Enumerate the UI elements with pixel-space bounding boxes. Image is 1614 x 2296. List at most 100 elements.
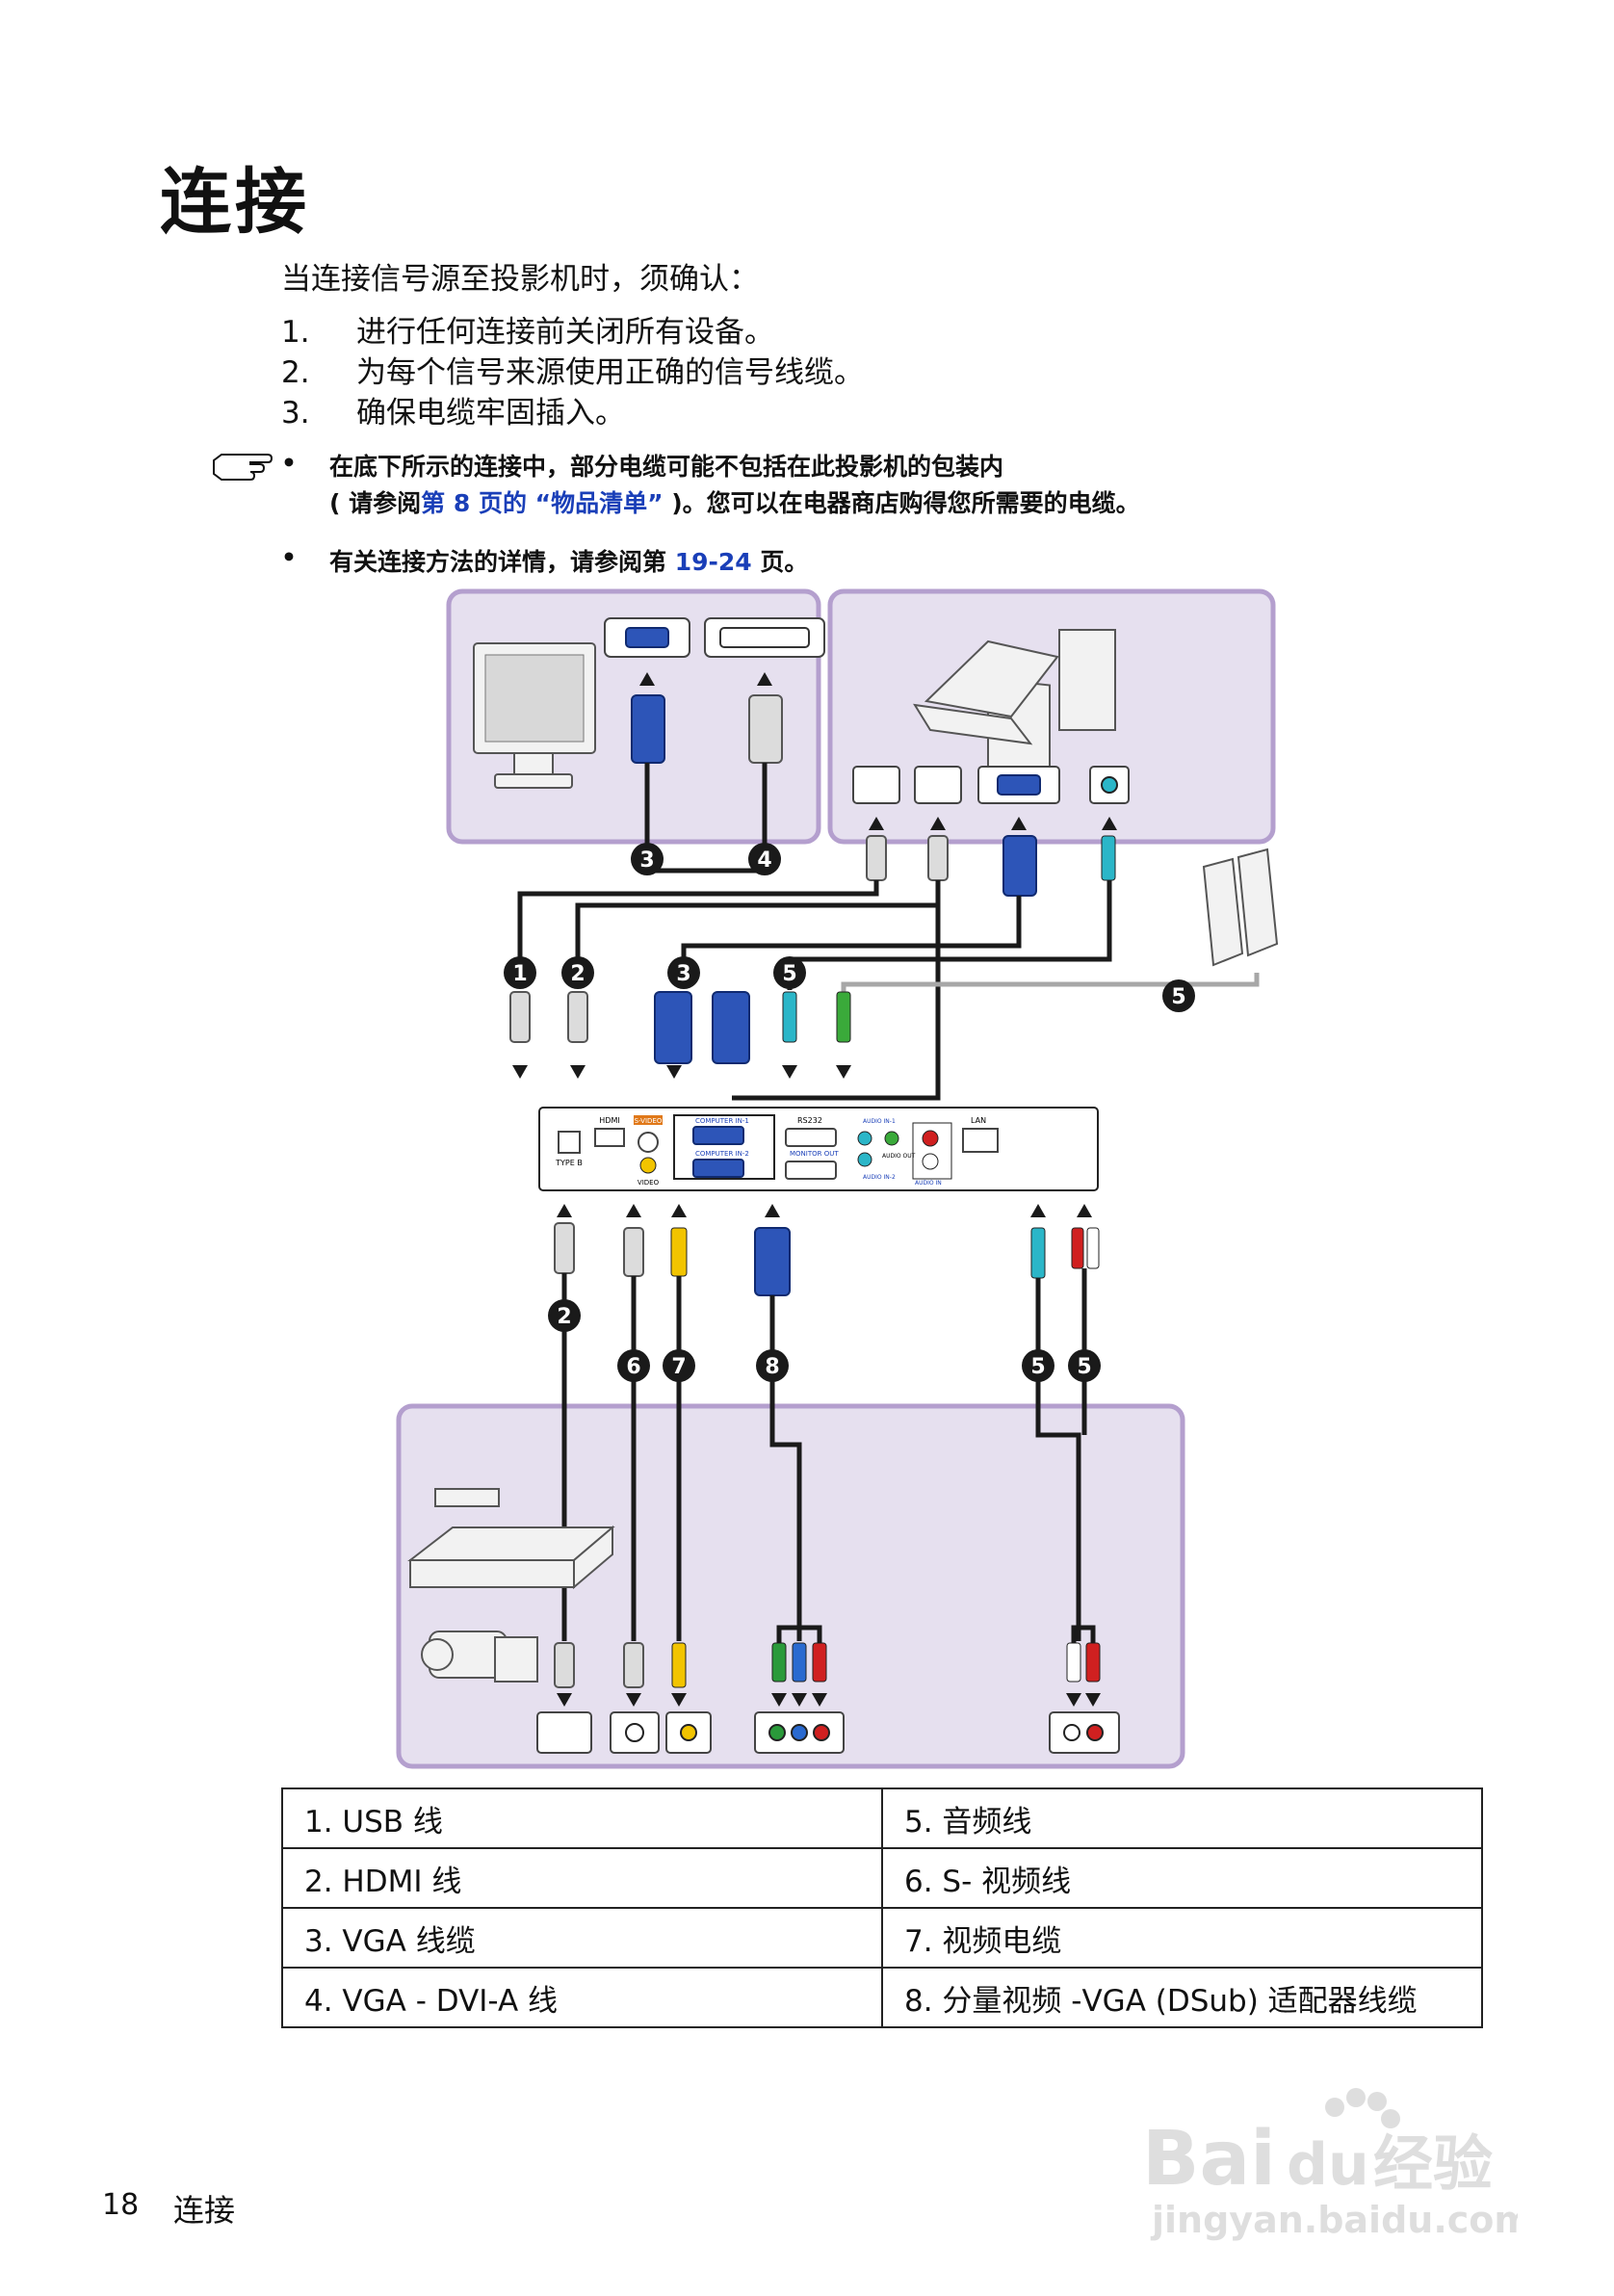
cable-legend-table: 1. USB 线 5. 音频线 2. HDMI 线 6. S- 视频线 3. V… xyxy=(281,1787,1483,2028)
arrow-down-icon xyxy=(1066,1693,1081,1707)
usb-port-icon xyxy=(914,766,962,804)
rca-plug-icon xyxy=(1071,1227,1084,1269)
arrow-down-icon xyxy=(792,1693,807,1707)
monitor-icon xyxy=(473,642,596,789)
svg-text:5: 5 xyxy=(1171,985,1185,1009)
arrow-down-icon xyxy=(626,1693,641,1707)
legend-cell: 5. 音频线 xyxy=(881,1787,1483,1849)
svg-text:HDMI: HDMI xyxy=(599,1116,619,1125)
vga-plug-icon xyxy=(654,991,692,1064)
svg-text:S-VIDEO: S-VIDEO xyxy=(635,1117,663,1125)
camcorder-icon xyxy=(421,1631,538,1683)
step-number: 1. xyxy=(281,315,310,350)
vga-plug-icon xyxy=(631,694,665,764)
speakers-icon xyxy=(1202,848,1279,967)
hdmi-plug-icon xyxy=(567,991,588,1043)
arrow-up-icon xyxy=(869,817,884,830)
audio-plug-icon xyxy=(1030,1227,1046,1279)
svg-text:3: 3 xyxy=(676,962,690,986)
arrow-down-icon xyxy=(671,1693,687,1707)
badge-icon: 4 xyxy=(748,843,781,875)
laptop-desktop-icon xyxy=(913,629,1116,779)
badge-icon: 7 xyxy=(663,1349,695,1382)
arrow-up-icon xyxy=(557,1204,572,1217)
hdmi-plug-icon xyxy=(866,835,887,881)
svg-text:3: 3 xyxy=(639,848,654,873)
table-row: 3. VGA 线缆 7. 视频电缆 xyxy=(281,1907,1483,1969)
vga-plug-icon xyxy=(712,991,750,1064)
legend-cell: 7. 视频电缆 xyxy=(881,1907,1483,1969)
lan-port-icon xyxy=(962,1128,999,1153)
arrow-down-icon xyxy=(570,1065,586,1079)
video-source-panel xyxy=(396,1403,1185,1769)
hdmi-port-icon xyxy=(594,1128,625,1147)
bullet: • xyxy=(281,449,297,477)
s-video-plug-icon xyxy=(623,1642,644,1688)
badge-icon: 3 xyxy=(631,843,664,875)
step-number: 3. xyxy=(281,396,310,430)
vga-plug-icon xyxy=(1002,835,1037,897)
note-text: 在底下所示的连接中，部分电缆可能不包括在此投影机的包装内 ( 请参阅第 8 页的… xyxy=(329,449,1581,522)
video-plug-icon xyxy=(671,1642,687,1688)
badge-icon: 5 xyxy=(1022,1349,1054,1382)
badge-icon: 5 xyxy=(1162,979,1195,1012)
svg-text:5: 5 xyxy=(782,962,796,986)
vga-port-icon xyxy=(977,766,1060,804)
svg-text:AUDIO IN-1: AUDIO IN-1 xyxy=(863,1118,896,1125)
svg-text:VIDEO: VIDEO xyxy=(638,1179,660,1187)
vga-port-icon xyxy=(604,617,690,658)
legend-cell: 8. 分量视频 -VGA (DSub) 适配器线缆 xyxy=(881,1967,1483,2028)
arrow-up-icon xyxy=(1030,1204,1046,1217)
rca-plug-icon xyxy=(1066,1642,1081,1683)
arrow-up-icon xyxy=(1102,817,1117,830)
step-text: 进行任何连接前关闭所有设备。 xyxy=(356,315,774,350)
rca-plug-icon xyxy=(812,1642,827,1683)
legend-cell: 3. VGA 线缆 xyxy=(281,1907,883,1969)
baidu-watermark-logo: Bai du 经验 jingyan.baidu.com xyxy=(1142,2088,1518,2241)
svg-text:RS232: RS232 xyxy=(797,1116,822,1125)
page-title: 连接 xyxy=(160,161,310,244)
svg-text:7: 7 xyxy=(671,1355,686,1379)
badge-icon: 6 xyxy=(617,1349,650,1382)
wii-console-icon xyxy=(434,1488,500,1507)
legend-cell: 1. USB 线 xyxy=(281,1787,883,1849)
svg-text:AUDIO IN-2: AUDIO IN-2 xyxy=(863,1174,896,1181)
arrow-down-icon xyxy=(512,1065,528,1079)
svg-text:AUDIO OUT: AUDIO OUT xyxy=(882,1153,916,1160)
step-number: 2. xyxy=(281,355,310,390)
usb-plug-icon xyxy=(509,991,531,1043)
intro-text: 当连接信号源至投影机时，须确认： xyxy=(281,262,759,297)
svg-text:COMPUTER IN-2: COMPUTER IN-2 xyxy=(695,1150,749,1158)
audio-rca-port-icon xyxy=(1049,1711,1120,1754)
arrow-down-icon xyxy=(771,1693,787,1707)
page-range-link[interactable]: 19-24 xyxy=(674,548,752,576)
audio-plug-icon xyxy=(836,991,851,1043)
table-row: 4. VGA - DVI-A 线 8. 分量视频 -VGA (DSub) 适配器… xyxy=(281,1967,1483,2028)
legend-cell: 6. S- 视频线 xyxy=(881,1847,1483,1909)
badge-icon: 3 xyxy=(667,956,700,989)
step-text: 为每个信号来源使用正确的信号线缆。 xyxy=(356,355,864,390)
arrow-up-icon xyxy=(639,672,655,686)
svg-text:AUDIO IN: AUDIO IN xyxy=(915,1180,942,1187)
hdmi-port-icon xyxy=(536,1711,592,1754)
hdmi-plug-icon xyxy=(554,1222,575,1274)
rca-plug-icon xyxy=(1086,1227,1100,1269)
arrow-up-icon xyxy=(765,1204,780,1217)
page-reference-link[interactable]: 第 8 页的 “物品清单” xyxy=(421,489,664,517)
legend-cell: 4. VGA - DVI-A 线 xyxy=(281,1967,883,2028)
table-row: 1. USB 线 5. 音频线 xyxy=(281,1787,1483,1849)
svg-text:5: 5 xyxy=(1077,1355,1091,1379)
arrow-up-icon xyxy=(626,1204,641,1217)
table-row: 2. HDMI 线 6. S- 视频线 xyxy=(281,1847,1483,1909)
svg-text:Bai: Bai xyxy=(1142,2116,1276,2203)
arrow-up-icon xyxy=(1077,1204,1092,1217)
pointing-hand-icon xyxy=(213,454,273,481)
audio-plug-icon xyxy=(1101,835,1116,881)
badge-icon: 8 xyxy=(756,1349,789,1382)
dvd-player-icon xyxy=(407,1525,615,1590)
usb-plug-icon xyxy=(927,835,949,881)
note-item-2: 有关连接方法的详情，请参阅第 19-24 页。 xyxy=(329,548,809,576)
footer-section-title: 连接 xyxy=(173,2192,236,2229)
usb-port-icon xyxy=(558,1131,581,1154)
badge-icon: 2 xyxy=(548,1299,581,1332)
